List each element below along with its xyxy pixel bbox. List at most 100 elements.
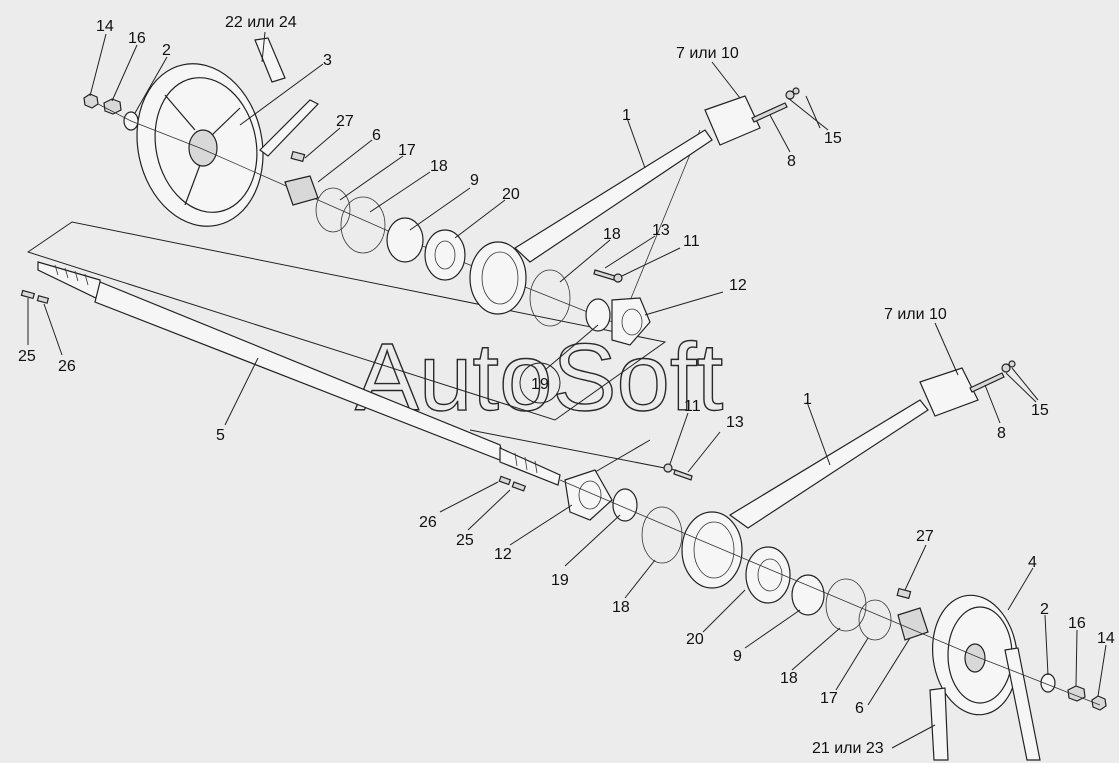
- bearing-9-lower: [791, 574, 825, 616]
- nut-15b-lower: [1008, 360, 1016, 368]
- ring-18-upper: [340, 196, 386, 254]
- flange-guide-line: [589, 439, 651, 476]
- label-20-lower: 20: [686, 631, 704, 648]
- label-12-upper: 12: [729, 277, 747, 294]
- label-11-lower: 11: [684, 398, 701, 415]
- label-18-lower-b: 18: [780, 670, 798, 687]
- label-19-lower: 19: [551, 572, 569, 589]
- label-25-left: 25: [18, 348, 36, 365]
- bolt-8-lower: [969, 372, 1005, 393]
- key-27-lower: [896, 587, 912, 600]
- label-6-upper: 6: [372, 127, 381, 144]
- nut-14-upper: [83, 93, 99, 109]
- label-6-lower: 6: [855, 700, 864, 717]
- label-1-upper: 1: [622, 107, 631, 124]
- flange-12-lower: [564, 469, 613, 521]
- belt-22-lower: [259, 99, 319, 157]
- seal-20-upper: [424, 229, 466, 281]
- label-27-lower: 27: [916, 528, 934, 545]
- label-26-lower: 26: [419, 514, 437, 531]
- bushing-6-lower: [897, 607, 929, 641]
- label-18-mid: 18: [603, 226, 621, 243]
- key-27-upper: [290, 150, 306, 163]
- belt-21-left: [929, 687, 949, 761]
- label-16-upper: 16: [128, 30, 146, 47]
- label-8-lower: 8: [997, 425, 1006, 442]
- pulley-3: [136, 63, 264, 227]
- label-3: 3: [323, 52, 332, 69]
- pulley-4: [931, 594, 1019, 716]
- label-17-lower: 17: [820, 690, 838, 707]
- shaft-frame-lines: [26, 221, 667, 421]
- ring-18-mid: [529, 269, 571, 327]
- label-5: 5: [216, 427, 225, 444]
- label-17-upper: 17: [398, 142, 416, 159]
- bearing-9-upper: [386, 217, 424, 263]
- label-16-lower: 16: [1068, 615, 1086, 632]
- clamp-7-lower: [919, 367, 979, 417]
- part-labels: 14 16 2 22 или 24 3 27 6 17 18 9 20 1 7 …: [18, 14, 1115, 757]
- ring-17-lower: [858, 599, 892, 641]
- housing-lower: [681, 511, 743, 589]
- label-27-upper: 27: [336, 113, 354, 130]
- belt-22-upper: [254, 37, 286, 83]
- flange-12-upper: [611, 297, 651, 346]
- label-8-upper: 8: [787, 153, 796, 170]
- bolt-13-lower: [673, 469, 693, 481]
- label-25-lower: 25: [456, 532, 474, 549]
- label-9-upper: 9: [470, 172, 479, 189]
- label-14-upper: 14: [96, 18, 114, 35]
- label-15-lower: 15: [1031, 402, 1049, 419]
- label-4: 4: [1028, 554, 1037, 571]
- label-22: 22 или 24: [225, 14, 297, 31]
- label-1-lower: 1: [803, 391, 812, 408]
- label-13-upper: 13: [652, 222, 670, 239]
- label-13-lower: 13: [726, 414, 744, 431]
- label-18-upper: 18: [430, 158, 448, 175]
- bolt-8-upper: [751, 102, 788, 123]
- label-21-23: 21 или 23: [812, 740, 884, 757]
- washer-11-upper: [613, 273, 623, 283]
- label-14-lower: 14: [1097, 630, 1115, 647]
- key-26-lower: [498, 475, 512, 486]
- ring-17-upper: [315, 187, 351, 233]
- label-19-upper-circle: [519, 362, 561, 404]
- bearing-19-upper: [585, 298, 611, 332]
- label-26-left: 26: [58, 358, 76, 375]
- label-20-upper: 20: [502, 186, 520, 203]
- bearing-19-lower: [612, 488, 638, 522]
- bolt-13-upper: [593, 269, 616, 281]
- label-2-lower: 2: [1040, 601, 1049, 618]
- shaft-frame-lower-line: [469, 429, 676, 471]
- label-9-lower: 9: [733, 648, 742, 665]
- belt-21-right: [1004, 647, 1041, 761]
- ring-18-lower: [641, 506, 683, 564]
- ring-18-lower-b: [825, 578, 867, 632]
- label-18-lower: 18: [612, 599, 630, 616]
- nut-15a-lower: [1001, 363, 1011, 373]
- shaft-5: [37, 261, 561, 486]
- label-12-lower: 12: [494, 546, 512, 563]
- arm-1-upper: [514, 129, 713, 263]
- key-25-left: [20, 289, 36, 300]
- key-26-left: [36, 295, 50, 304]
- seal-20-lower: [745, 546, 791, 604]
- label-2-upper: 2: [162, 42, 171, 59]
- arm-1-lower: [728, 399, 929, 529]
- nut-15b-upper: [792, 87, 800, 95]
- label-11-upper: 11: [683, 233, 700, 250]
- leader-lines: [27, 31, 1107, 749]
- housing-upper: [469, 241, 527, 315]
- clamp-7-upper: [704, 95, 761, 146]
- key-25-lower: [511, 481, 527, 492]
- label-19-upper: 19: [531, 376, 549, 393]
- label-7-10-upper: 7 или 10: [676, 45, 739, 62]
- label-7-10-lower: 7 или 10: [884, 306, 947, 323]
- lower-axis-line: [559, 479, 1101, 706]
- nut-16-upper: [103, 98, 122, 115]
- bushing-6-upper: [284, 175, 319, 206]
- washer-11-lower: [663, 463, 673, 473]
- label-15-upper: 15: [824, 130, 842, 147]
